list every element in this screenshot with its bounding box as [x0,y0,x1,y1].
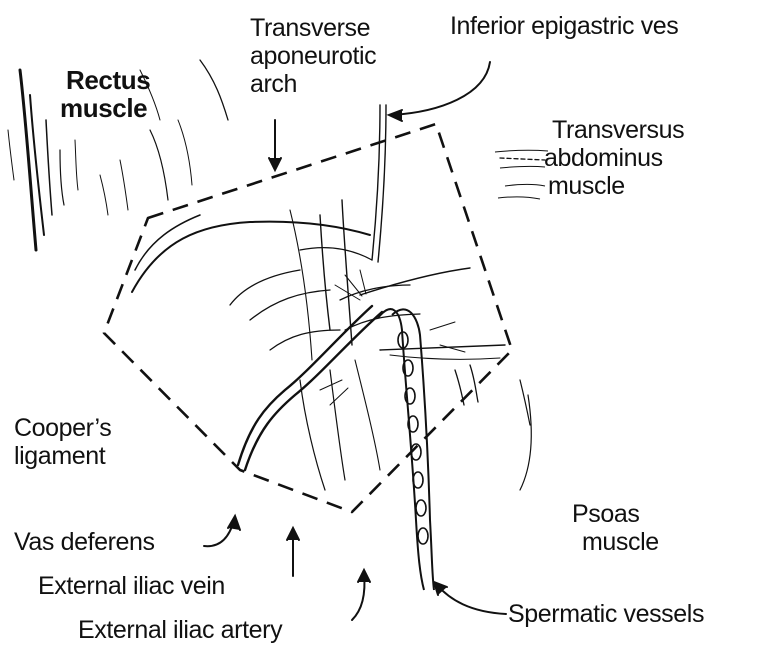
label-vas-deferens: Vas deferens [14,528,155,556]
label-external-iliac-artery: External iliac artery [78,616,282,644]
label-rectus-muscle: Rectus muscle [66,66,150,122]
label-psoas-muscle: Psoas muscle [566,500,659,556]
label-transversus-abdominus-muscle: Transversus abdominus muscle [552,116,684,200]
label-transverse-aponeurotic-arch: Transverse aponeurotic arch [250,14,376,98]
spermatic-vessels-drawing [378,309,434,590]
label-coopers-ligament: Cooper’s ligament [14,414,111,470]
label-external-iliac-vein: External iliac vein [38,572,225,600]
interior-structures [132,105,531,490]
label-spermatic-vessels: Spermatic vessels [508,600,704,628]
label-inferior-epigastric-vessels: Inferior epigastric ves [450,12,678,40]
leader-arrows [204,62,545,620]
